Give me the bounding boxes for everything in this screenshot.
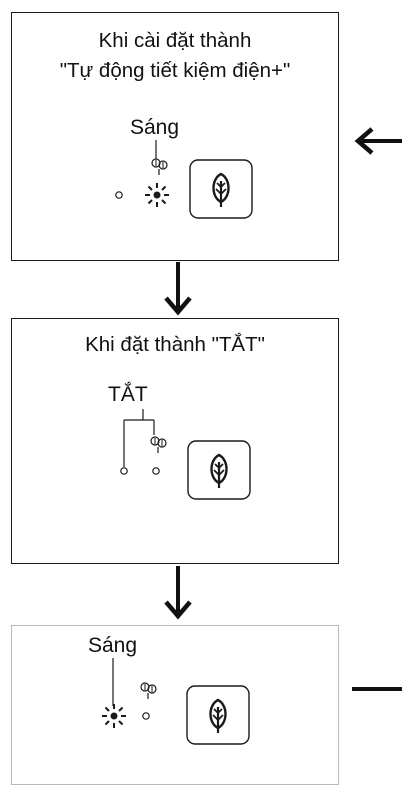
panel-title-line-1: Khi cài đặt thành xyxy=(98,29,252,52)
indicator-lamp-off xyxy=(115,191,123,199)
leaf-icon xyxy=(209,698,227,733)
panel-title: Khi đặt thành "TẮT" xyxy=(85,333,265,356)
leaf-button xyxy=(187,440,251,500)
leaf-button xyxy=(189,159,253,219)
indicator-lamp-on xyxy=(102,704,126,728)
leaf-button xyxy=(186,685,250,745)
panel-off: Khi đặt thành "TẮT" TẮT xyxy=(11,318,339,564)
indicator-lamp-off xyxy=(142,712,150,720)
indicator-label: Sáng xyxy=(88,634,138,657)
panel-eco-plus: Khi cài đặt thành "Tự động tiết kiệm điệ… xyxy=(11,12,339,261)
panel-title-line-2: "Tự động tiết kiệm điện+" xyxy=(59,59,291,82)
leaf-icon xyxy=(210,453,228,488)
plant-icon xyxy=(151,158,168,175)
indicator-diagram xyxy=(115,140,253,219)
indicator-label: TẮT xyxy=(108,383,148,406)
leaf-icon xyxy=(212,172,230,207)
indicator-lamp-off xyxy=(120,467,128,475)
indicator-label: Sáng xyxy=(130,116,180,139)
arrow-left-icon xyxy=(354,127,402,155)
plant-icon xyxy=(150,436,167,453)
panel-eco: Sáng xyxy=(11,625,339,785)
indicator-lamp-off xyxy=(152,467,160,475)
return-line xyxy=(352,687,402,691)
indicator-diagram xyxy=(102,658,250,745)
indicator-lamp-on xyxy=(145,183,169,207)
arrow-down-icon xyxy=(164,566,192,620)
arrow-down-icon xyxy=(164,262,192,316)
indicator-diagram xyxy=(120,409,251,500)
plant-icon xyxy=(140,682,157,699)
